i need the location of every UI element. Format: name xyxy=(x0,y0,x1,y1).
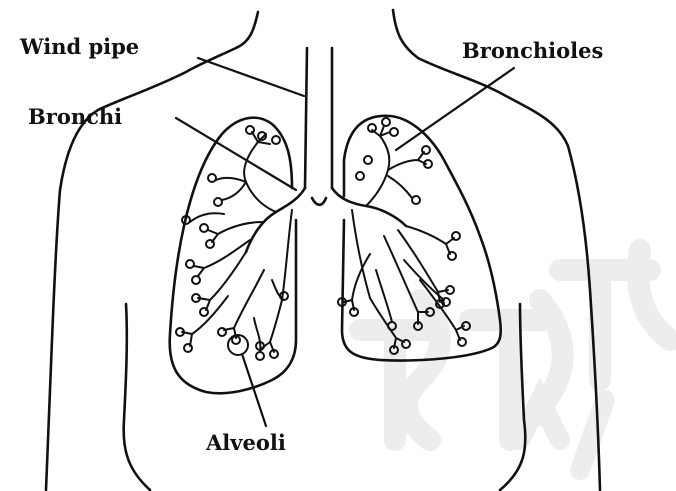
bronchi-label: Bronchi xyxy=(28,104,122,129)
bronchioles-left xyxy=(176,126,288,360)
alveoli-highlight-circle xyxy=(228,335,248,355)
alveoli-label: Alveoli xyxy=(205,430,286,455)
wind-pipe xyxy=(305,48,332,188)
leader-lines xyxy=(176,58,514,426)
bronchi xyxy=(246,188,406,300)
bronchioles-leader-line xyxy=(396,68,514,150)
bronchioles-right xyxy=(338,118,470,354)
bronchioles-label: Bronchioles xyxy=(462,38,603,63)
wind-pipe-leader-line xyxy=(198,58,304,96)
wind-pipe-label: Wind pipe xyxy=(19,34,139,59)
